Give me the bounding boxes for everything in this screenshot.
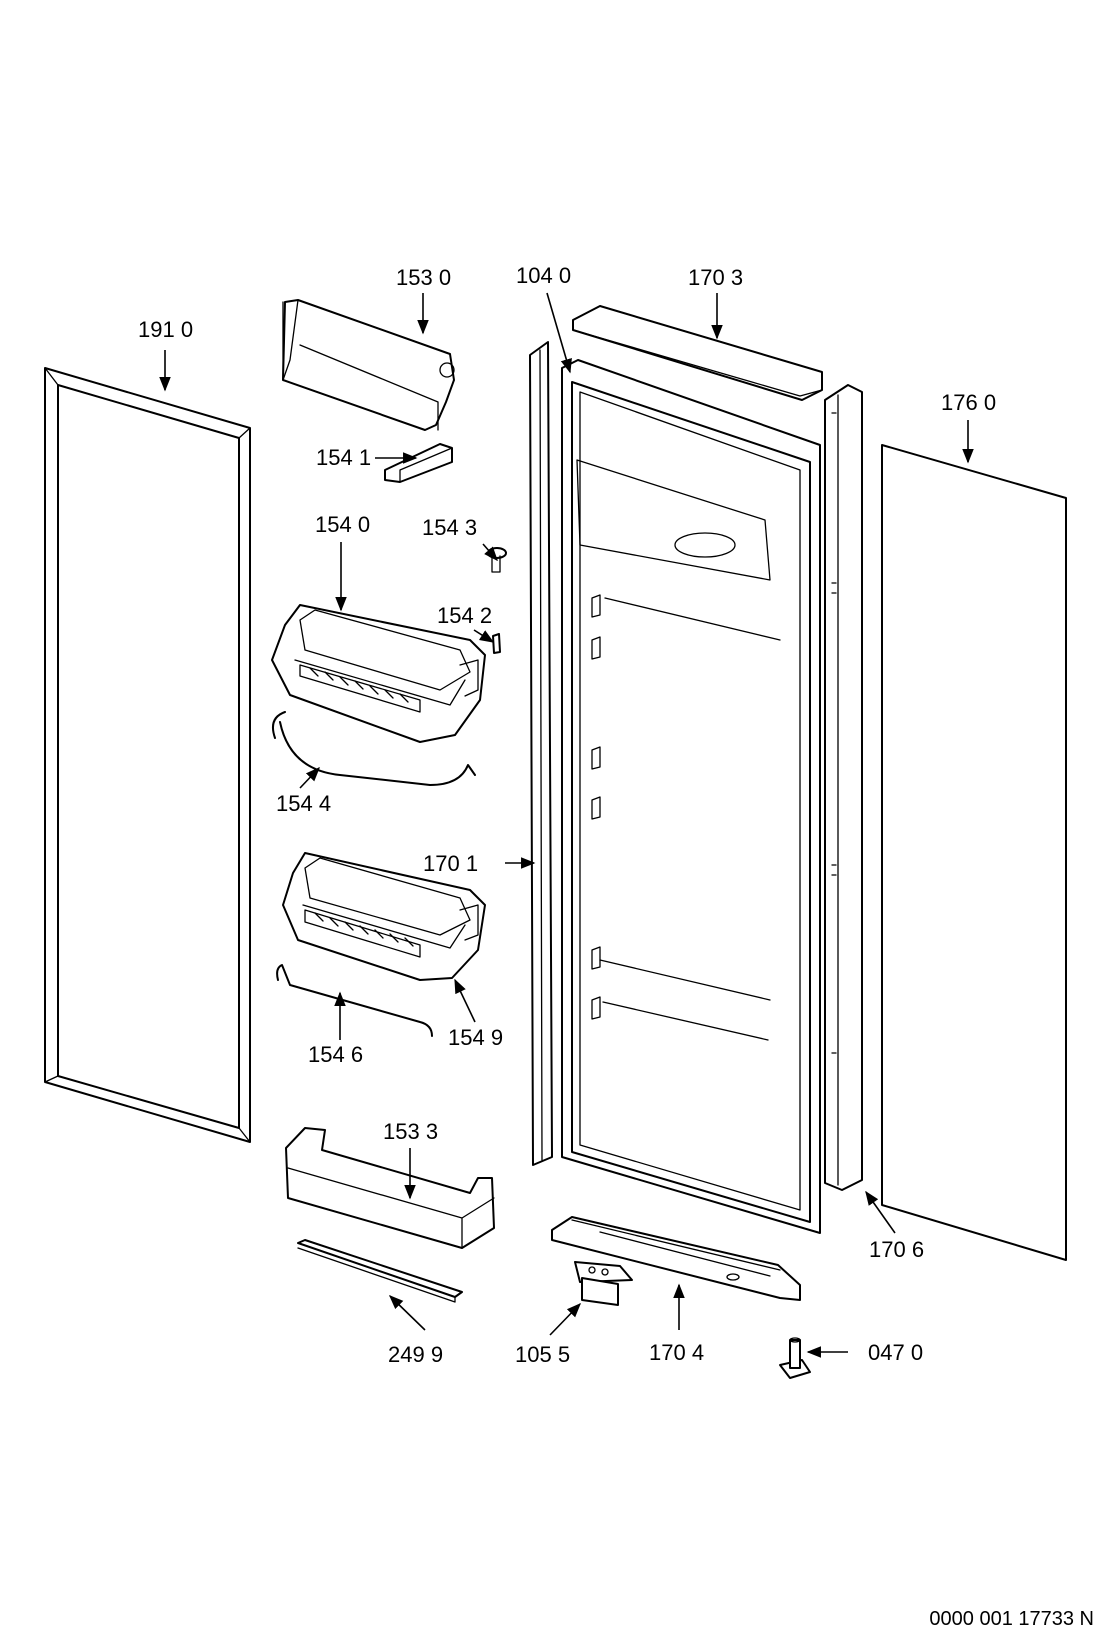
- label-170-4: 170 4: [649, 1340, 704, 1365]
- label-047-0: 047 0: [868, 1340, 923, 1365]
- label-170-6: 170 6: [869, 1237, 924, 1262]
- label-154-6: 154 6: [308, 1042, 363, 1067]
- part-154-9-lower-bin: [282, 852, 486, 981]
- part-170-1-left-frame: [529, 341, 553, 1166]
- document-number: 0000 001 17733 N: [929, 1608, 1094, 1630]
- part-191-0-door-gasket: [44, 367, 251, 1143]
- label-154-4: 154 4: [276, 791, 331, 816]
- part-154-2-pin: [492, 633, 501, 654]
- part-154-4-wire-bar: [272, 711, 476, 786]
- label-154-2: 154 2: [437, 603, 492, 628]
- label-154-0: 154 0: [315, 512, 370, 537]
- part-170-4-bottom-trim: [551, 1216, 801, 1301]
- part-176-0-door-panel: [881, 444, 1067, 1261]
- part-104-0-door-liner: [561, 359, 821, 1234]
- part-105-5-hinge-bracket: [574, 1261, 633, 1306]
- part-047-0-hinge-pin: [779, 1337, 811, 1379]
- label-170-1: 170 1: [423, 851, 478, 876]
- part-153-3-bottom-shelf: [285, 1127, 495, 1249]
- label-154-9: 154 9: [448, 1025, 503, 1050]
- label-153-0: 153 0: [396, 265, 451, 290]
- part-154-0-upper-bin: [271, 604, 486, 743]
- label-153-3: 153 3: [383, 1119, 438, 1144]
- part-249-9-strip: [297, 1239, 463, 1303]
- label-104-0: 104 0: [516, 263, 571, 288]
- label-176-0: 176 0: [941, 390, 996, 415]
- label-170-3: 170 3: [688, 265, 743, 290]
- label-154-3: 154 3: [422, 515, 477, 540]
- label-105-5: 105 5: [515, 1342, 570, 1367]
- label-154-1: 154 1: [316, 445, 371, 470]
- label-249-9: 249 9: [388, 1342, 443, 1367]
- part-153-0-top-cover: [282, 299, 455, 431]
- leader-arrows: [159, 292, 974, 1358]
- label-191-0: 191 0: [138, 317, 193, 342]
- part-labels: 191 0 153 0 104 0 170 3 176 0 154 1 154 …: [138, 263, 996, 1367]
- part-154-6-wire-bar: [276, 964, 433, 1037]
- part-154-1-bracket: [384, 443, 453, 483]
- part-170-6-right-frame: [824, 384, 863, 1191]
- part-170-3-top-trim: [572, 305, 823, 401]
